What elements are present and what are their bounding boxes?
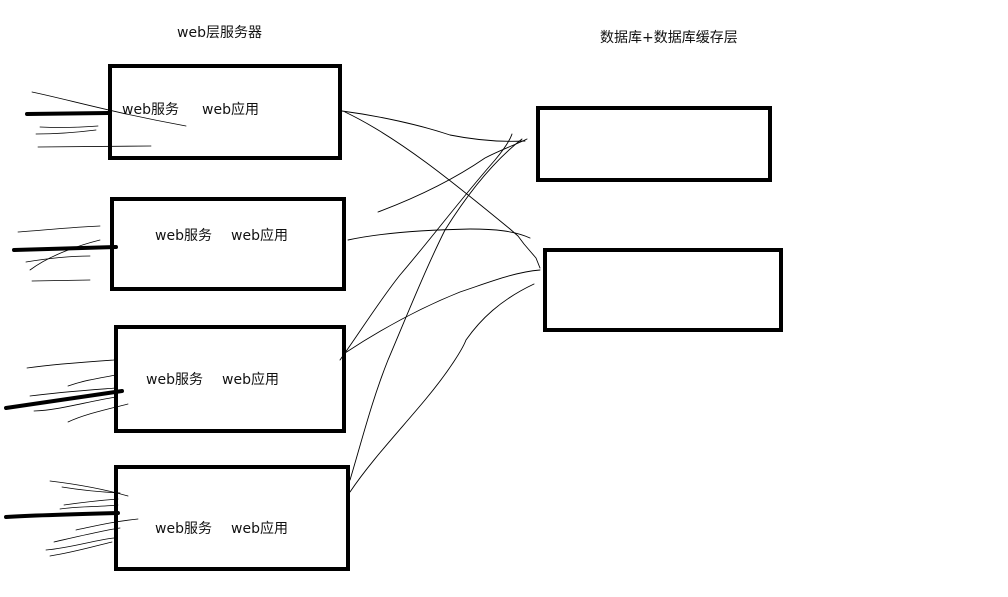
connection-web2-db2: [347, 228, 531, 241]
web-app-label-1: web应用: [202, 102, 259, 118]
db-box-2: [543, 248, 783, 332]
incoming-request-main-1: [25, 111, 110, 116]
web-app-label-4: web应用: [231, 521, 288, 537]
connection-web3-db2: [344, 269, 541, 354]
web-app-label-3: web应用: [222, 372, 279, 388]
web-server-box-2: [110, 197, 346, 291]
incoming-request-line-4h: [49, 541, 113, 557]
incoming-request-line-4f: [53, 527, 121, 543]
incoming-request-line-3b: [67, 374, 117, 387]
incoming-request-line-3e: [67, 403, 129, 423]
connection-web2-db1: [377, 138, 528, 213]
web-app-label-2: web应用: [231, 228, 288, 244]
incoming-request-line-2a: [17, 225, 101, 233]
incoming-request-line-4a: [49, 480, 129, 497]
incoming-request-main-2: [12, 245, 118, 252]
incoming-request-line-1a: [31, 91, 187, 127]
web-service-label-3: web服务: [146, 372, 203, 388]
incoming-request-line-2b: [29, 239, 101, 271]
incoming-request-line-3d: [33, 396, 117, 412]
incoming-request-main-4: [4, 511, 120, 519]
web-server-box-4: [114, 465, 350, 571]
incoming-request-line-2c: [25, 255, 91, 263]
incoming-request-line-4g: [45, 537, 115, 551]
db-tier-title: 数据库+数据库缓存层: [600, 30, 738, 46]
incoming-request-line-4d: [59, 504, 119, 510]
incoming-request-line-3c: [29, 387, 117, 397]
connection-web4-db2: [349, 283, 535, 493]
db-box-1: [536, 106, 772, 182]
incoming-request-line-4e: [75, 518, 139, 531]
incoming-request-line-2d: [31, 279, 91, 282]
web-tier-title: web层服务器: [177, 25, 262, 41]
web-service-label-4: web服务: [155, 521, 212, 537]
incoming-request-line-4b: [61, 486, 121, 494]
incoming-request-main-3: [4, 389, 124, 410]
incoming-request-line-1c: [35, 129, 97, 135]
incoming-request-line-4c: [63, 498, 119, 506]
web-server-box-3: [114, 325, 346, 433]
connection-web4-db1: [349, 138, 523, 481]
web-service-label-2: web服务: [155, 228, 212, 244]
incoming-request-line-1b: [39, 125, 99, 128]
connection-web1-db2: [344, 111, 541, 269]
incoming-request-line-1d: [37, 145, 152, 148]
connection-web1-db1: [341, 110, 526, 142]
web-server-box-1: [108, 64, 342, 160]
incoming-request-line-3a: [26, 359, 115, 369]
connection-web3-db1-a: [339, 133, 513, 361]
web-service-label-1: web服务: [122, 102, 179, 118]
